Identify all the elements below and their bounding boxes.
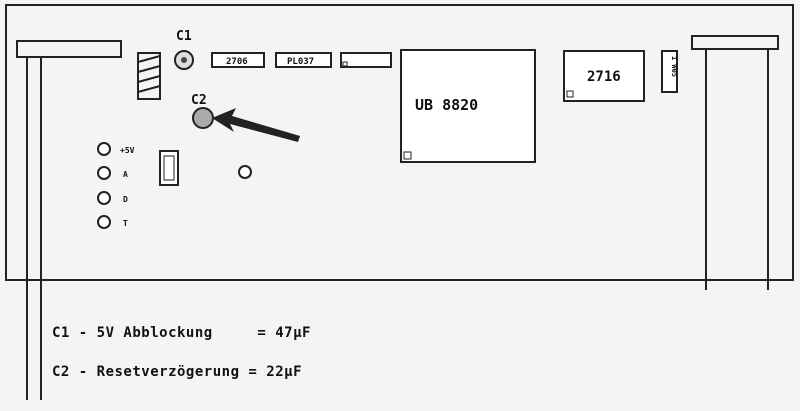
- ic-2716: 2716: [563, 50, 645, 102]
- ic-unlabeled: [340, 52, 392, 68]
- component-legend: C1 - 5V Abblockung = 47µF C2 - Resetverz…: [52, 301, 311, 392]
- legend-line-c1: C1 - 5V Abblockung = 47µF: [52, 325, 311, 341]
- c2-capacitor: [192, 107, 214, 129]
- left-edge-connector: [16, 40, 122, 58]
- c2-label: C2: [191, 93, 207, 108]
- arrow-icon: [212, 108, 300, 142]
- pad-label-d: D: [123, 195, 128, 204]
- svg-text:2706: 2706: [226, 57, 248, 67]
- svg-text:2716: 2716: [587, 69, 621, 85]
- svg-text:PL037: PL037: [287, 57, 314, 67]
- right-edge-connector: [691, 35, 779, 50]
- pad-d: [97, 191, 111, 205]
- pad-a: [97, 166, 111, 180]
- c1-label: C1: [176, 29, 192, 44]
- ic-pl037: PL037: [275, 52, 332, 68]
- coil-component: [137, 52, 161, 100]
- svg-text:UB 8820: UB 8820: [415, 96, 478, 114]
- legend-line-c2: C2 - Resetverzögerung = 22µF: [52, 364, 303, 380]
- connector-pads: +5V A D T: [97, 142, 135, 229]
- ic-ub8820: UB 8820: [400, 49, 536, 163]
- pad-label-a: A: [123, 170, 128, 179]
- ic-small-vertical: [159, 150, 179, 186]
- ic-side-vertical: 1 W05: [661, 50, 678, 93]
- board-outline: [5, 4, 794, 281]
- pad-t: [97, 215, 111, 229]
- pad-label-5v: +5V: [120, 146, 135, 155]
- svg-text:1 W05: 1 W05: [670, 56, 678, 77]
- pad-label-t: T: [123, 219, 128, 228]
- c1-capacitor-center: [181, 57, 187, 63]
- test-pad: [238, 165, 252, 179]
- pad-5v: [97, 142, 111, 156]
- ic-2706: 2706: [211, 52, 265, 68]
